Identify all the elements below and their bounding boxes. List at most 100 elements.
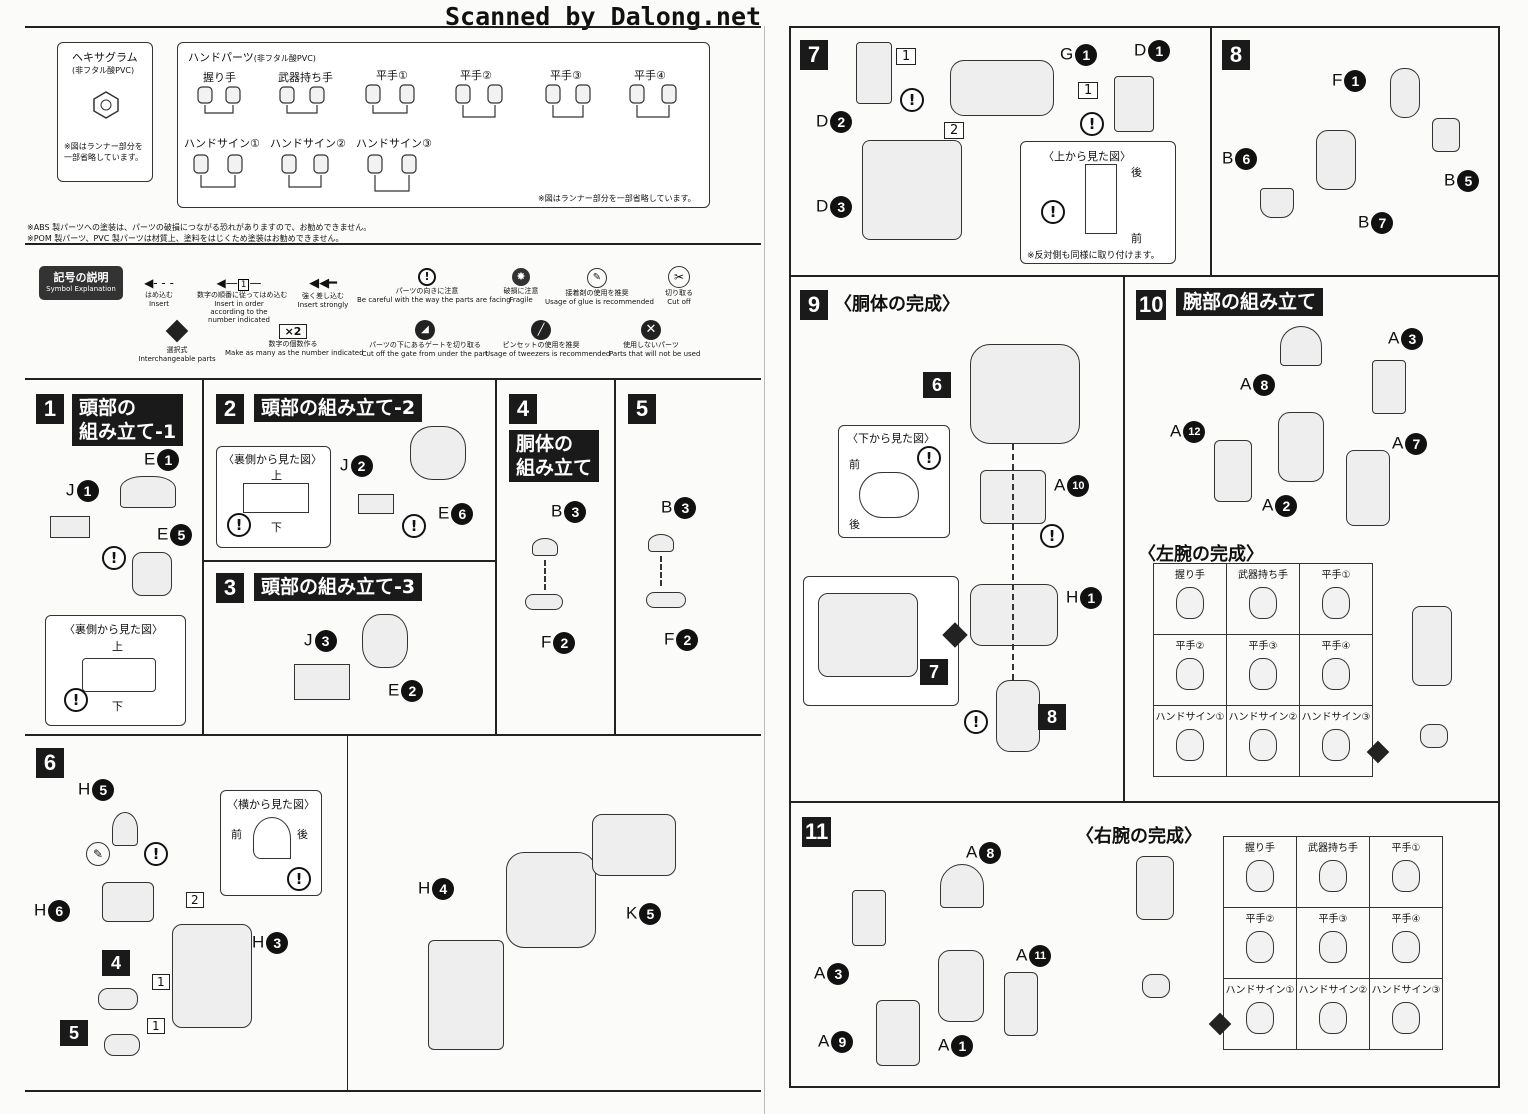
hand-cell[interactable]: 平手② — [1223, 907, 1297, 979]
back-label: 後 — [297, 828, 308, 841]
step-6-side-view: 〈横から見た図〉 前 後 ! — [220, 790, 322, 896]
hand-cell[interactable]: 平手② — [1153, 634, 1227, 706]
part-A3 — [1372, 360, 1406, 414]
hand-cell[interactable]: 握り手 — [1153, 563, 1227, 635]
hand-cell[interactable]: ハンドサイン② — [1226, 705, 1300, 777]
sub-step-5-ref: 5 — [60, 1020, 88, 1046]
center-fold — [764, 26, 765, 1114]
exclamation-icon: ! — [1080, 112, 1104, 136]
up-label: 上 — [112, 640, 123, 653]
multiply-mark: ×2 — [278, 324, 308, 339]
torso-frame — [172, 924, 252, 1028]
caution-pom: ※POM 製パーツ、PVC 製パーツは材質上、塗料をはじくため塗装はお勧めできま… — [27, 234, 344, 243]
scissors-icon: ✂ — [668, 266, 690, 288]
down-label: 下 — [112, 700, 123, 713]
part-F1 — [1390, 68, 1420, 118]
bottom-view-caption: 〈下から見た図〉 — [847, 432, 935, 445]
exclamation-icon: ! — [1041, 200, 1065, 224]
part-A11 — [1004, 972, 1038, 1036]
step-7-number: 7 — [800, 40, 828, 70]
hand-cell[interactable]: 平手③ — [1296, 907, 1370, 979]
hand-cell[interactable]: 平手④ — [1369, 907, 1443, 979]
hand-icon — [1249, 587, 1277, 619]
hand-cell[interactable]: 武器持ち手 — [1296, 836, 1370, 908]
shoulder-A8 — [940, 864, 984, 908]
helmet-E1 — [120, 476, 176, 508]
forearm-A7 — [1346, 450, 1390, 526]
hand-runners-illustration — [193, 84, 677, 192]
step-3-title: 頭部の組み立て-3 — [254, 573, 423, 601]
assembly-D3 — [862, 140, 962, 240]
hand-cell[interactable]: ハンドサイン③ — [1369, 978, 1443, 1050]
part-B6 — [1260, 188, 1294, 218]
step-1-number: 1 — [36, 394, 64, 424]
hand-cell[interactable]: 平手① — [1369, 836, 1443, 908]
hand-cell[interactable]: ハンドサイン② — [1296, 978, 1370, 1050]
hand-icon — [1322, 587, 1350, 619]
interchangeable-icon — [165, 319, 189, 343]
hand-label-sign3: ハンドサイン③ — [356, 137, 432, 150]
hexagram-note: ※図はランナー部分を一部省略しています。 — [64, 142, 143, 162]
step-4-number: 4 — [509, 394, 537, 424]
divider-v2 — [495, 380, 497, 735]
hand-cell[interactable]: ハンドサイン① — [1153, 705, 1227, 777]
step-9-bottom-view: 〈下から見た図〉 前 ! 後 — [838, 425, 950, 538]
hand-icon — [1392, 1002, 1420, 1034]
back-view-caption: 〈裏側から見た図〉 — [64, 623, 163, 636]
exclamation-icon: ! — [1040, 524, 1064, 548]
hand-icon — [1392, 931, 1420, 963]
step-10-title: 腕部の組み立て — [1176, 288, 1324, 316]
hand-cell[interactable]: 平手③ — [1226, 634, 1300, 706]
hand-cell[interactable]: 武器持ち手 — [1226, 563, 1300, 635]
collar-K5 — [592, 814, 676, 876]
part-back-shape — [82, 658, 156, 692]
hand-cell[interactable]: ハンドサイン① — [1223, 978, 1297, 1050]
hand-icon — [1246, 1002, 1274, 1034]
hand-label-flat1: 平手① — [376, 69, 408, 82]
divider-v1 — [202, 380, 204, 735]
right-arm-complete — [1136, 856, 1174, 920]
elbow-joint — [938, 950, 984, 1022]
exclamation-icon: ! — [418, 268, 436, 286]
torso-H4 — [428, 940, 504, 1050]
part-J3 — [294, 664, 350, 700]
part-A3 — [852, 890, 886, 946]
step-2-number: 2 — [216, 394, 244, 424]
hand-cell[interactable]: 平手④ — [1299, 634, 1373, 706]
hand-icon — [1176, 729, 1204, 761]
hip-assembly-8 — [996, 680, 1040, 752]
step-7-top-view: 〈上から見た図〉 後 ! 前 ※反対側も同様に取り付けます。 — [1020, 141, 1176, 264]
hand-cell[interactable]: 握り手 — [1223, 836, 1297, 908]
part-F2 — [525, 594, 563, 610]
order-box-1b: 1 — [147, 1018, 165, 1034]
fragile-icon: ✸ — [512, 268, 530, 286]
hand-label-flat2: 平手② — [460, 69, 492, 82]
belt-H1 — [970, 584, 1058, 646]
part-B3 — [532, 538, 558, 556]
hand-label-sign2: ハンドサイン② — [270, 137, 346, 150]
left-arm-complete-title: 〈左腕の完成〉 — [1138, 544, 1264, 565]
hexagram-title: ヘキサグラム — [72, 51, 138, 64]
hand-cell[interactable]: ハンドサイン③ — [1299, 705, 1373, 777]
caution-abs: ※ABS 製パーツへの塗装は、パーツの破損につながる恐れがありますので、お勧めで… — [27, 223, 372, 232]
part-B5 — [1432, 118, 1460, 152]
hand-cell[interactable]: 平手① — [1299, 563, 1373, 635]
step-9-number: 9 — [800, 290, 828, 320]
part-D2 — [856, 42, 892, 104]
hand-parts-title: ハンドパーツ(非フタル酸PVC) — [188, 51, 316, 64]
hand-parts-box: ハンドパーツ(非フタル酸PVC) 握り手 武器持ち手 平手① 平手② 平手③ 平… — [177, 42, 710, 208]
